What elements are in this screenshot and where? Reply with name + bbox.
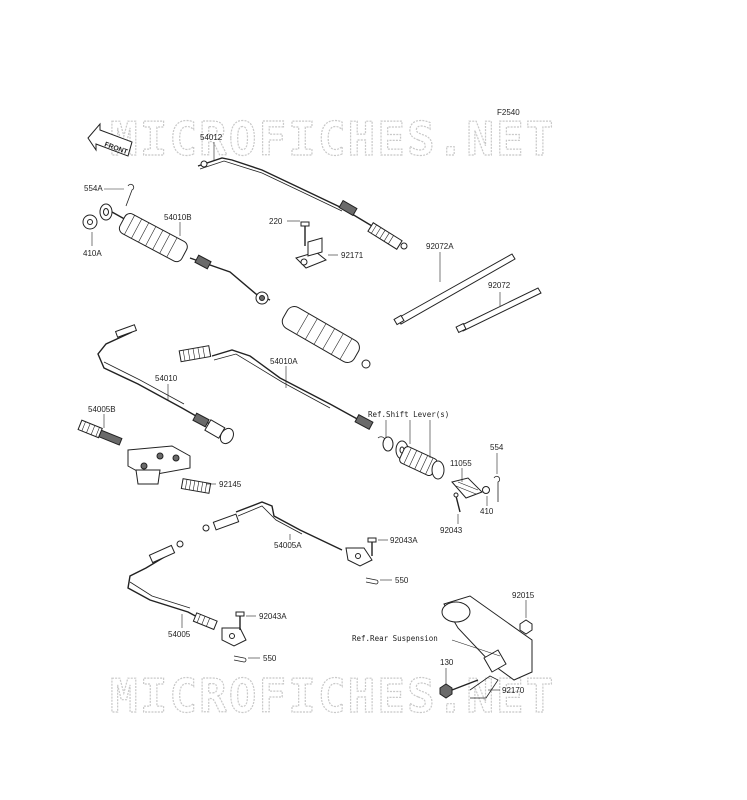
label-11055: 11055 [450,459,472,468]
washer-410 [482,486,490,494]
pin-92170 [469,675,499,699]
label-92043A-upper: 92043A [390,536,418,545]
label-550-lower: 550 [263,654,277,663]
label-220: 220 [269,217,283,226]
cotter-pin-554 [493,475,501,502]
cable-54010 [97,324,234,445]
rear-suspension-bracket [441,595,533,681]
clip-550-upper [365,577,379,585]
label-92043A-lower: 92043A [259,612,287,621]
label-54010: 54010 [155,374,178,383]
pin-92043 [453,492,461,513]
label-92171: 92171 [341,251,364,260]
pin-92043A-lower [235,611,245,630]
label-54005B: 54005B [88,405,116,414]
label-410A: 410A [83,249,102,258]
bolt-220 [300,221,310,246]
ref-shift-lever: Ref.Shift Lever(s) [368,410,449,419]
washer-410A [82,214,98,230]
spring-92145 [180,478,212,494]
clip-550-lower [233,655,247,663]
cable-54005B [77,419,191,485]
label-550-upper: 550 [395,576,409,585]
cotter-pin-554A [125,183,135,207]
cable-tie-92072 [455,287,542,334]
label-92072: 92072 [488,281,511,290]
label-130: 130 [440,658,454,667]
label-54005A: 54005A [274,541,302,550]
label-54012: 54012 [200,133,223,142]
label-92145: 92145 [219,480,242,489]
cable-54010A [178,345,374,430]
label-554A: 554A [84,184,103,193]
pin-92043A-upper [367,537,377,556]
cable-54010B [99,203,371,369]
nut-92015 [519,619,533,635]
label-410: 410 [480,507,494,516]
cable-tie-92072A [393,253,516,326]
part-labels: 54012 554A 410A 54010B 220 92171 92072A … [83,133,535,695]
diagram-code: F2540 [497,108,520,117]
label-92170: 92170 [502,686,525,695]
cable-54012 [197,157,408,250]
label-54010B: 54010B [164,213,192,222]
lever-11055 [451,477,483,499]
shift-lever-hardware [377,436,445,480]
label-554: 554 [490,443,504,452]
bracket-92171 [295,237,327,269]
label-92015: 92015 [512,591,535,600]
watermark-top: MICROFICHES.NET [110,112,555,166]
leader-lines [91,142,527,691]
label-92043: 92043 [440,526,463,535]
label-92072A: 92072A [426,242,454,251]
cable-54005 [127,540,247,647]
watermark-bottom: MICROFICHES.NET [110,669,555,723]
cable-54005A [202,501,373,567]
ref-rear-suspension: Ref.Rear Suspension [352,634,438,643]
label-54005: 54005 [168,630,191,639]
label-54010A: 54010A [270,357,298,366]
